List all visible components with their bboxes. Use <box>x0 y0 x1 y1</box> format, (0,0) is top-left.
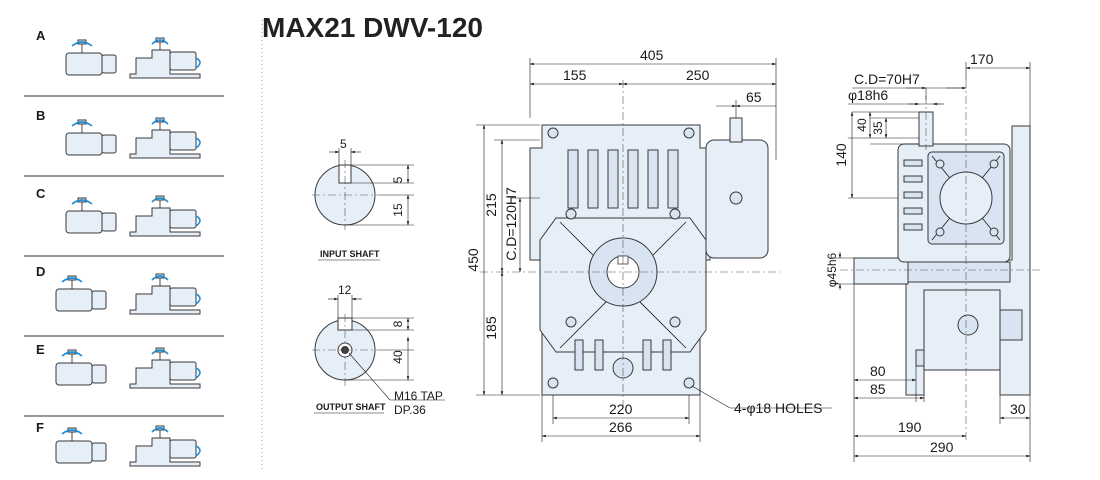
side-output-shaft <box>853 257 909 285</box>
side-dim-140: 140 <box>833 143 849 167</box>
foot-hole <box>547 377 559 389</box>
front-ribs <box>567 149 679 209</box>
output-tap-depth: DP.36 <box>394 403 426 417</box>
side-center-distance: C.D=70H7 <box>854 71 920 87</box>
side-dim-290: 290 <box>930 439 954 455</box>
mounting-row-d: D <box>36 264 201 315</box>
side-dim-85: 85 <box>870 381 886 397</box>
mounting-label-c: C <box>36 186 46 201</box>
front-holes-note: 4-φ18 HOLES <box>734 400 822 416</box>
input-key-width: 5 <box>340 137 347 151</box>
side-dim-30: 30 <box>1010 401 1026 417</box>
mounting-position-table: A B C D E F <box>24 20 263 470</box>
page-title: MAX21 DWV-120 <box>262 12 483 43</box>
input-shaft-section: 5 5 15 INPUT SHAFT <box>312 137 414 261</box>
front-center-distance: C.D=120H7 <box>503 187 519 261</box>
output-key-depth: 8 <box>391 320 405 327</box>
front-view-drawing: 405 155 250 65 450 215 185 C.D=120H7 220… <box>465 47 832 442</box>
mounting-a-side-pictogram <box>129 37 201 79</box>
side-top-width: 170 <box>970 51 994 67</box>
front-foot-outer: 266 <box>609 419 633 435</box>
input-shaft-half: 15 <box>391 203 405 217</box>
mounting-d-side-pictogram <box>129 273 201 315</box>
mounting-b-side-pictogram <box>129 117 201 159</box>
mounting-label-a: A <box>36 28 46 43</box>
side-dim-80: 80 <box>870 363 886 379</box>
mounting-f-top-pictogram <box>55 427 107 464</box>
output-shaft-label: OUTPUT SHAFT <box>316 402 386 412</box>
mounting-e-top-pictogram <box>55 349 107 386</box>
mounting-e-side-pictogram <box>129 347 201 389</box>
side-input-diameter: φ18h6 <box>848 87 888 103</box>
front-upper-height: 215 <box>483 193 499 217</box>
mounting-row-b: B <box>36 108 201 159</box>
input-key-depth: 5 <box>391 176 405 183</box>
mounting-row-f: F <box>36 420 201 467</box>
front-foot-inner: 220 <box>609 401 633 417</box>
mounting-d-top-pictogram <box>55 275 107 312</box>
input-bolt <box>729 191 743 205</box>
output-shaft-section: 12 8 40 M16 TAP DP.36 OUTPUT SHAFT <box>312 283 445 417</box>
front-overall-width: 405 <box>640 47 664 63</box>
mounting-row-a: A <box>36 28 201 79</box>
side-output-diameter: φ45h6 <box>825 252 839 287</box>
side-ribs <box>903 159 923 231</box>
input-shaft-label: INPUT SHAFT <box>320 249 380 259</box>
front-overall-height: 450 <box>465 248 481 272</box>
front-lower-height: 185 <box>483 316 499 340</box>
foot-hole <box>683 377 695 389</box>
input-shaft-stub <box>729 117 743 143</box>
side-view-drawing: 170 C.D=70H7 φ18h6 40 35 140 φ45h6 80 <box>825 51 1040 462</box>
front-input-offset: 65 <box>746 89 762 105</box>
side-dim-190: 190 <box>898 419 922 435</box>
mounting-label-e: E <box>36 342 45 357</box>
side-drain-plug <box>957 314 979 336</box>
side-dim-40: 40 <box>855 118 869 132</box>
front-right-width: 250 <box>686 67 710 83</box>
mounting-c-top-pictogram <box>65 197 117 234</box>
output-key-width: 12 <box>338 283 352 297</box>
mounting-c-side-pictogram <box>129 195 201 237</box>
mounting-b-top-pictogram <box>65 119 117 156</box>
mounting-f-side-pictogram <box>129 425 201 467</box>
mounting-label-f: F <box>36 420 44 435</box>
output-tap-spec: M16 TAP <box>394 389 443 403</box>
output-shaft-half: 40 <box>391 350 405 364</box>
front-left-width: 155 <box>563 67 587 83</box>
side-dim-35: 35 <box>871 121 885 135</box>
mounting-a-top-pictogram <box>65 39 117 76</box>
mounting-label-b: B <box>36 108 45 123</box>
mounting-row-e: E <box>36 342 201 389</box>
mounting-row-c: C <box>36 186 201 237</box>
mounting-label-d: D <box>36 264 45 279</box>
